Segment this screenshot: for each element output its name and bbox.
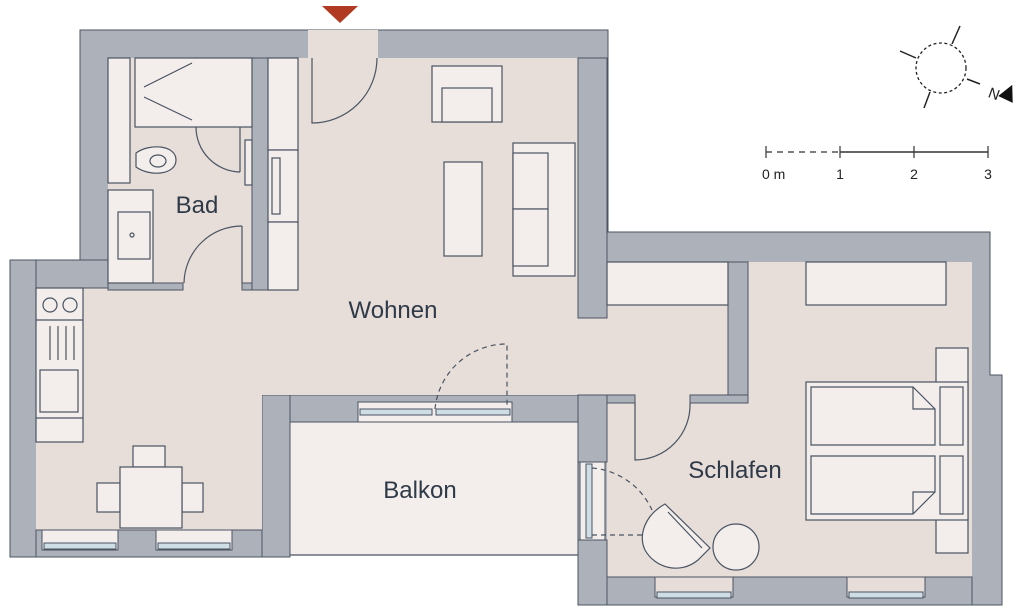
balcony-area [289, 421, 579, 556]
shower [134, 57, 253, 128]
side-table [712, 523, 760, 571]
doors [183, 57, 691, 536]
scale-label-3: 3 [984, 166, 992, 182]
bedroom-armchair [641, 503, 711, 569]
toilet-icon [135, 146, 177, 174]
entrance-marker-icon [322, 6, 358, 23]
windows [41, 401, 926, 599]
compass-icon: N [899, 25, 1013, 109]
wardrobe [606, 261, 729, 306]
scale-label-1: 1 [836, 166, 844, 182]
dining-table [119, 466, 183, 529]
kitchen-counter [35, 287, 84, 443]
scale-label-0: 0 m [762, 166, 785, 182]
balcony-wall-left [261, 394, 291, 558]
scale-bar: 0 m 1 2 3 [762, 146, 992, 182]
coffee-table [443, 161, 483, 257]
north-label: N [986, 84, 1002, 104]
room-label-wohnen: Wohnen [349, 297, 438, 324]
interior-walls [35, 57, 973, 606]
room-label-schlafen: Schlafen [688, 457, 781, 484]
shelf [805, 261, 947, 306]
living-furniture [35, 57, 576, 529]
bath-fixtures [107, 57, 253, 284]
scale-label-2: 2 [910, 166, 918, 182]
room-label-balkon: Balkon [383, 477, 456, 504]
bath-cabinet [107, 57, 131, 184]
room-label-bad: Bad [176, 192, 219, 219]
bedroom-furniture [606, 261, 969, 571]
